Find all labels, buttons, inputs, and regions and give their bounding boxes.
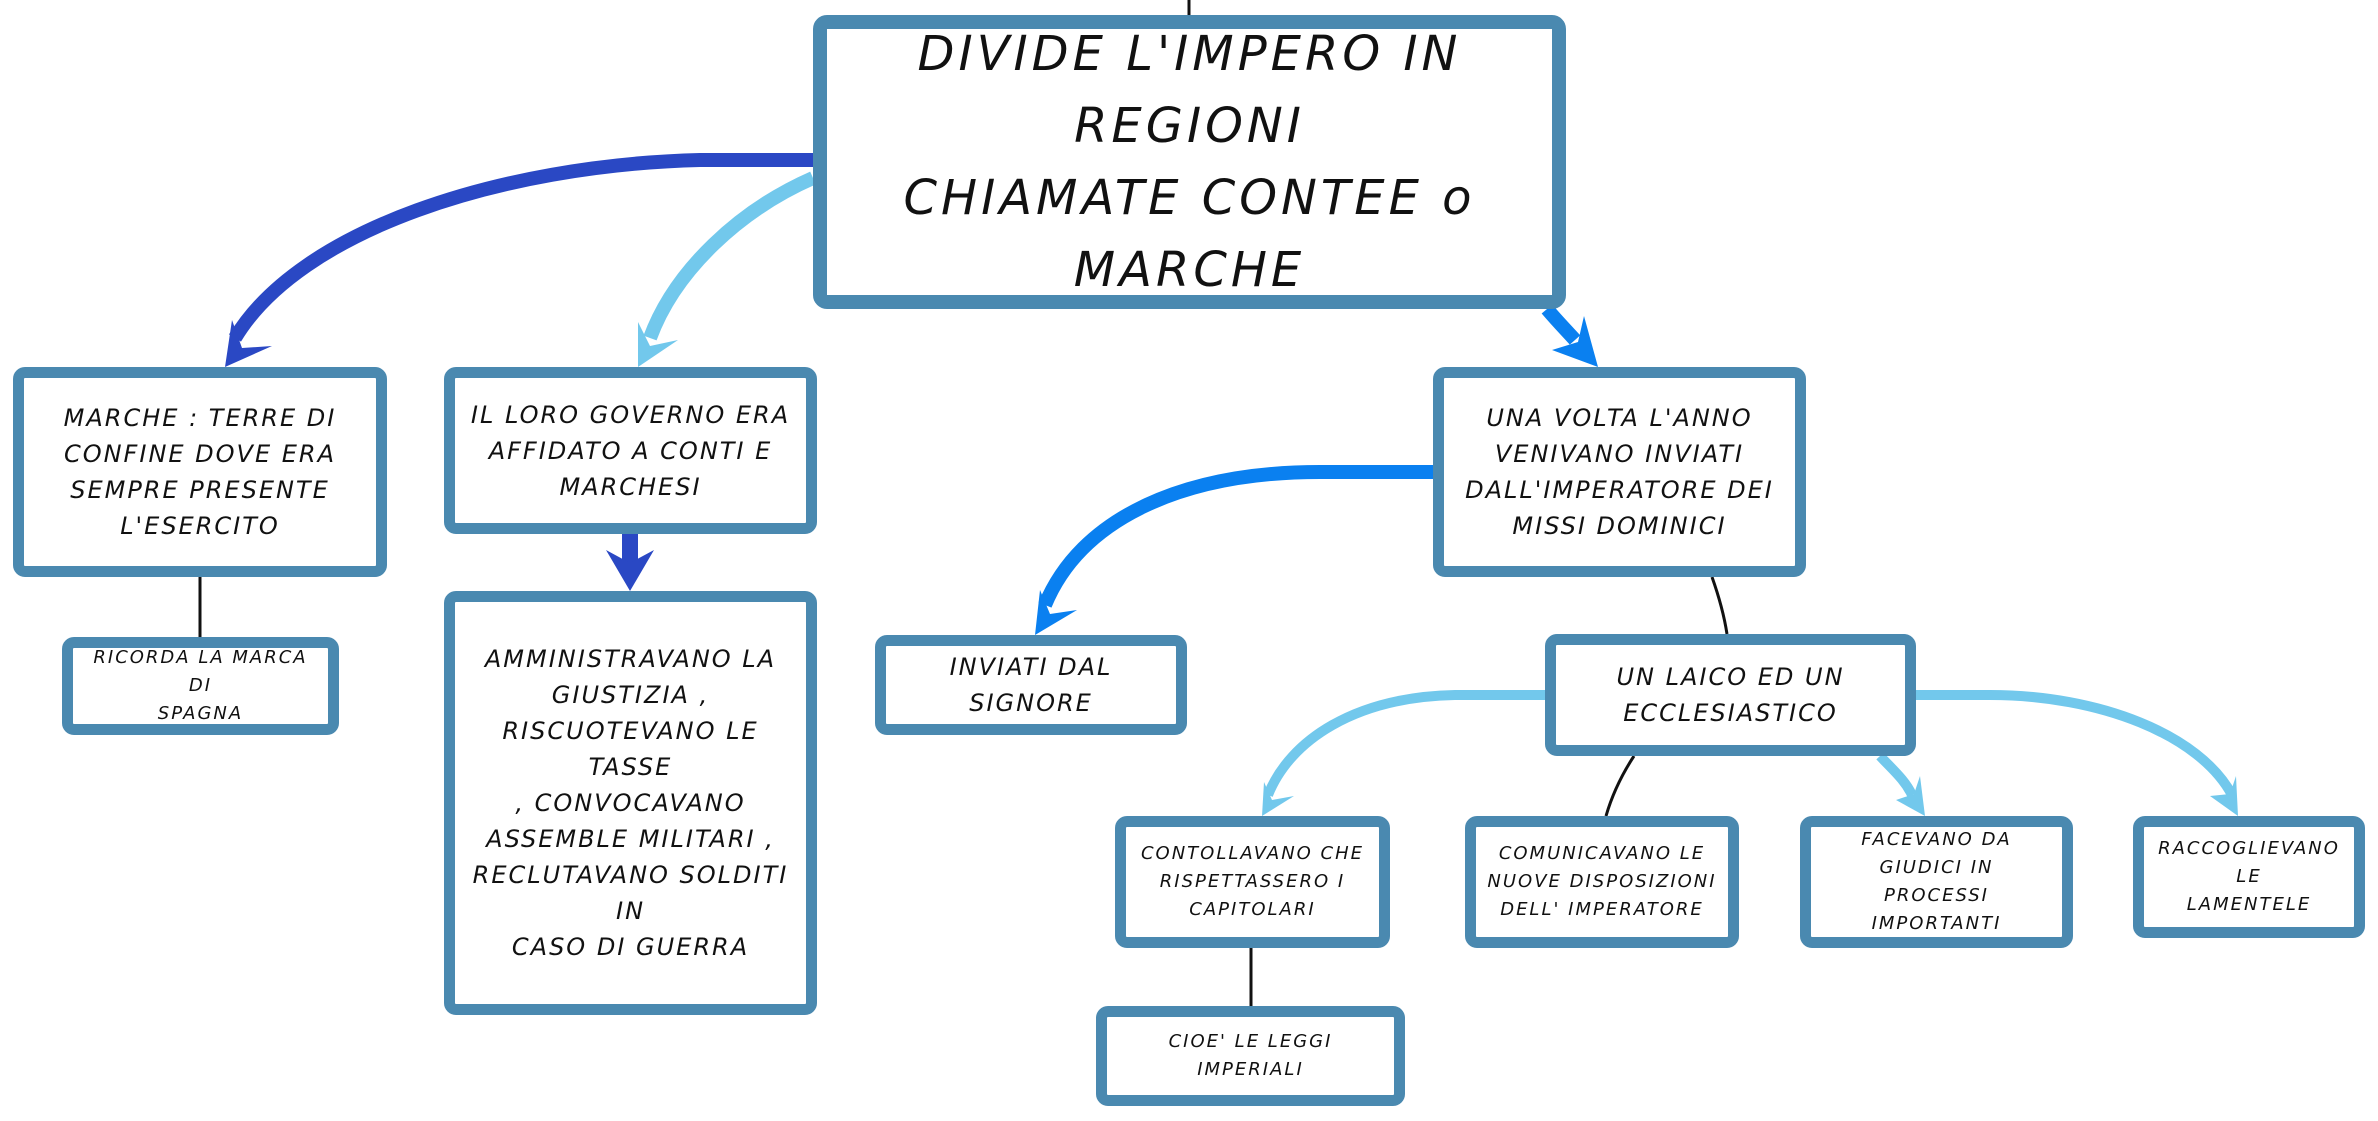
connector-laico-comunicavano (1604, 755, 1636, 817)
node-facevano-giudici: FACEVANO DA GIUDICI IN PROCESSI IMPORTAN… (1800, 816, 2073, 948)
node-contollavano-label: CONTOLLAVANO CHE RISPETTASSERO I CAPITOL… (1140, 843, 1365, 920)
arrowhead-unavolta-to-inviati (1035, 590, 1077, 635)
node-amministravano: AMMINISTRAVANO LA GIUSTIZIA , RISCUOTEVA… (444, 591, 817, 1015)
arrowhead-laico-to-raccoglievano (2210, 776, 2238, 816)
arrowhead-root-to-marche (225, 320, 272, 367)
node-divide-impero-label: DIVIDE L'IMPERO IN REGIONI CHIAMATE CONT… (903, 26, 1476, 298)
node-inviati-dal-signore: INVIATI DAL SIGNORE (875, 635, 1187, 735)
connector-unavolta-laico (1710, 576, 1729, 635)
node-facevano-label: FACEVANO DA GIUDICI IN PROCESSI IMPORTAN… (1861, 829, 2012, 934)
arrow-laico-to-facevano (1876, 752, 1917, 798)
node-leggi-imperiali: CIOE' LE LEGGI IMPERIALI (1096, 1006, 1405, 1106)
arrowhead-root-to-governo (638, 322, 678, 367)
node-laico-label: UN LAICO ED UN ECCLESIASTICO (1616, 663, 1845, 727)
node-laico-ecclesiastico: UN LAICO ED UN ECCLESIASTICO (1545, 634, 1916, 756)
node-missi-dominici-label: UNA VOLTA L'ANNO VENIVANO INVIATI DALL'I… (1465, 404, 1774, 540)
arrow-laico-to-contollavano (1263, 690, 1545, 797)
node-contollavano-capitolari: CONTOLLAVANO CHE RISPETTASSERO I CAPITOL… (1115, 816, 1390, 948)
arrow-root-to-marche (229, 153, 813, 342)
node-inviati-label: INVIATI DAL SIGNORE (949, 653, 1113, 717)
node-leggi-imperiali-label: CIOE' LE LEGGI IMPERIALI (1168, 1031, 1333, 1080)
arrow-root-to-governo (643, 171, 816, 341)
node-marca-di-spagna-label: RICORDA LA MARCA DI SPAGNA (93, 647, 308, 724)
node-raccoglievano-lamentele: RACCOGLIEVANO LE LAMENTELE (2133, 816, 2365, 938)
node-governo-conti-marchesi: IL LORO GOVERNO ERA AFFIDATO A CONTI E M… (444, 367, 817, 534)
node-divide-impero: DIVIDE L'IMPERO IN REGIONI CHIAMATE CONT… (813, 15, 1566, 309)
arrow-laico-to-raccoglievano (1916, 690, 2237, 798)
arrow-root-to-unavolta (1541, 304, 1581, 345)
arrowhead-root-to-unavolta (1552, 316, 1598, 367)
node-missi-dominici: UNA VOLTA L'ANNO VENIVANO INVIATI DALL'I… (1433, 367, 1806, 577)
arrowhead-laico-to-facevano (1896, 776, 1925, 816)
arrowhead-laico-to-contollavano (1262, 782, 1294, 816)
node-comunicavano-disposizioni: COMUNICAVANO LE NUOVE DISPOSIZIONI DELL'… (1465, 816, 1739, 948)
node-governo-label: IL LORO GOVERNO ERA AFFIDATO A CONTI E M… (470, 400, 791, 501)
node-raccoglievano-label: RACCOGLIEVANO LE LAMENTELE (2158, 838, 2340, 915)
node-marca-di-spagna: RICORDA LA MARCA DI SPAGNA (62, 637, 339, 735)
node-marche-terre-di-confine: MARCHE : TERRE DI CONFINE DOVE ERA SEMPR… (13, 367, 387, 577)
node-comunicavano-label: COMUNICAVANO LE NUOVE DISPOSIZIONI DELL'… (1487, 843, 1717, 920)
node-amministravano-label: AMMINISTRAVANO LA GIUSTIZIA , RISCUOTEVA… (472, 645, 789, 961)
arrowhead-governo-to-amministravano (606, 550, 654, 591)
arrow-unavolta-to-inviati (1038, 465, 1433, 608)
node-marche-label: MARCHE : TERRE DI CONFINE DOVE ERA SEMPR… (63, 404, 337, 540)
